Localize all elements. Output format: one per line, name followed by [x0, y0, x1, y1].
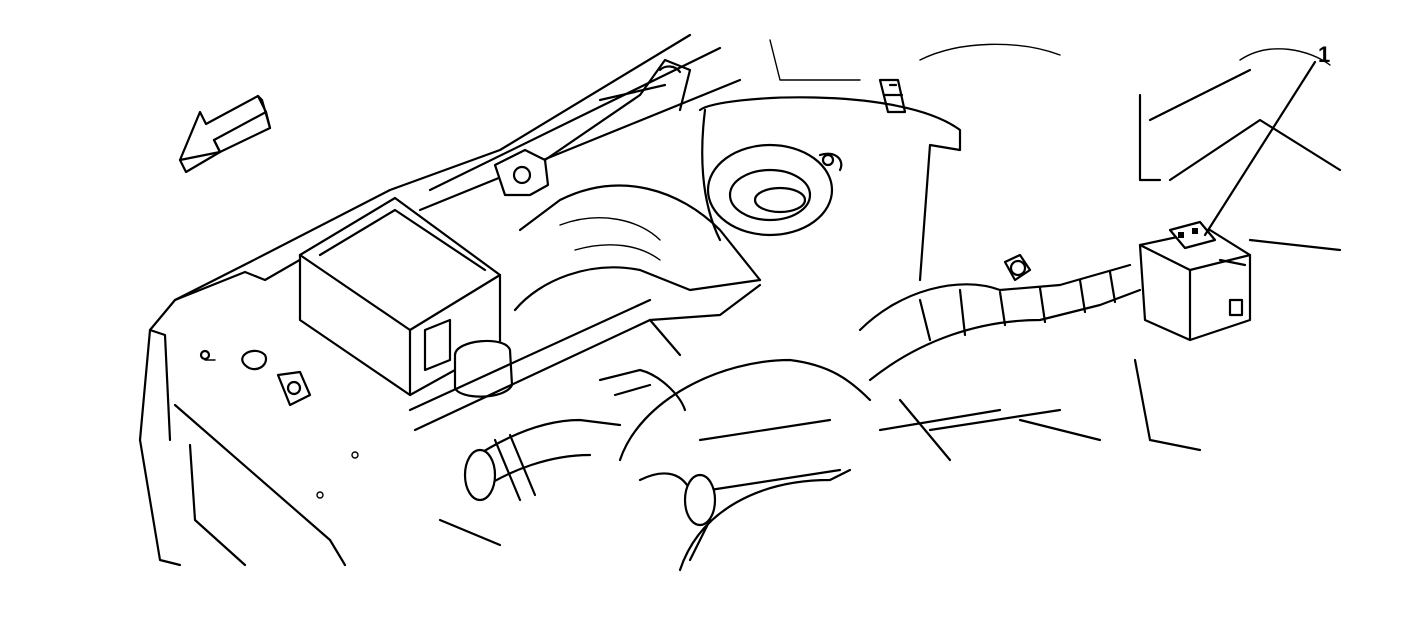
air-intake-duct: [408, 184, 762, 432]
mounting-bracket: [493, 58, 692, 197]
fender-panel: [138, 33, 742, 567]
fluid-reservoir: [698, 78, 962, 282]
wiring-harness: [858, 253, 1142, 462]
large-tube: [618, 358, 872, 572]
front-direction-arrow-icon: [178, 94, 272, 174]
control-module-box: [241, 196, 514, 407]
callout-1-label: 1: [1318, 42, 1330, 67]
electrical-connector: [1138, 220, 1252, 342]
lower-hoses: [438, 368, 687, 547]
callout-1: 1: [1203, 42, 1330, 237]
background-panels: [769, 39, 1342, 452]
